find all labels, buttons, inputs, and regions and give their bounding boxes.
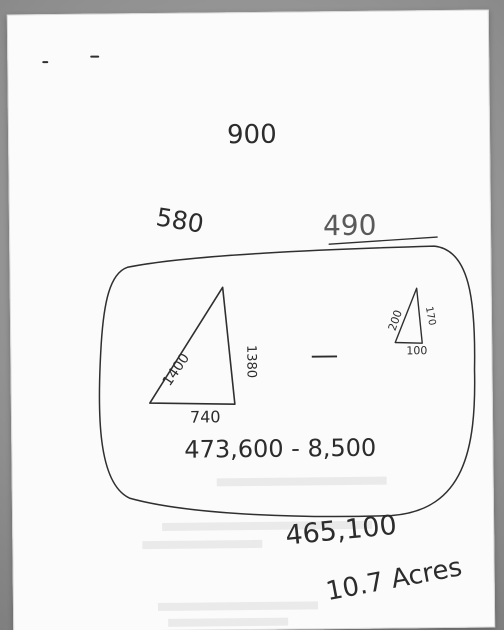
big-triangle-side-label: 1380 [243,345,258,378]
small-triangle-side-label: 170 [423,306,437,327]
big-triangle-base-label: 740 [190,407,221,426]
small-triangle-base-label: 100 [406,344,427,357]
note-900: 900 [227,120,277,151]
minus-sign: — [310,338,338,371]
bleed-through [142,476,387,627]
enclosure-loop [98,245,476,518]
difference-equation: 473,600 - 8,500 [184,434,376,464]
acres-result: 10.7 Acres [324,552,465,607]
small-triangle [394,287,423,344]
underline-490 [328,236,438,245]
paper-sheet: 900 580 490 1400 1380 740 — 200 170 100 … [6,9,496,630]
small-triangle-hyp-label: 200 [386,308,405,332]
handwriting-layer: 900 580 490 1400 1380 740 — 200 170 100 … [42,55,476,627]
note-490: 490 [323,209,377,243]
big-triangle-hyp-label: 1400 [160,351,193,389]
note-580: 580 [154,202,206,238]
big-triangle [149,286,236,405]
